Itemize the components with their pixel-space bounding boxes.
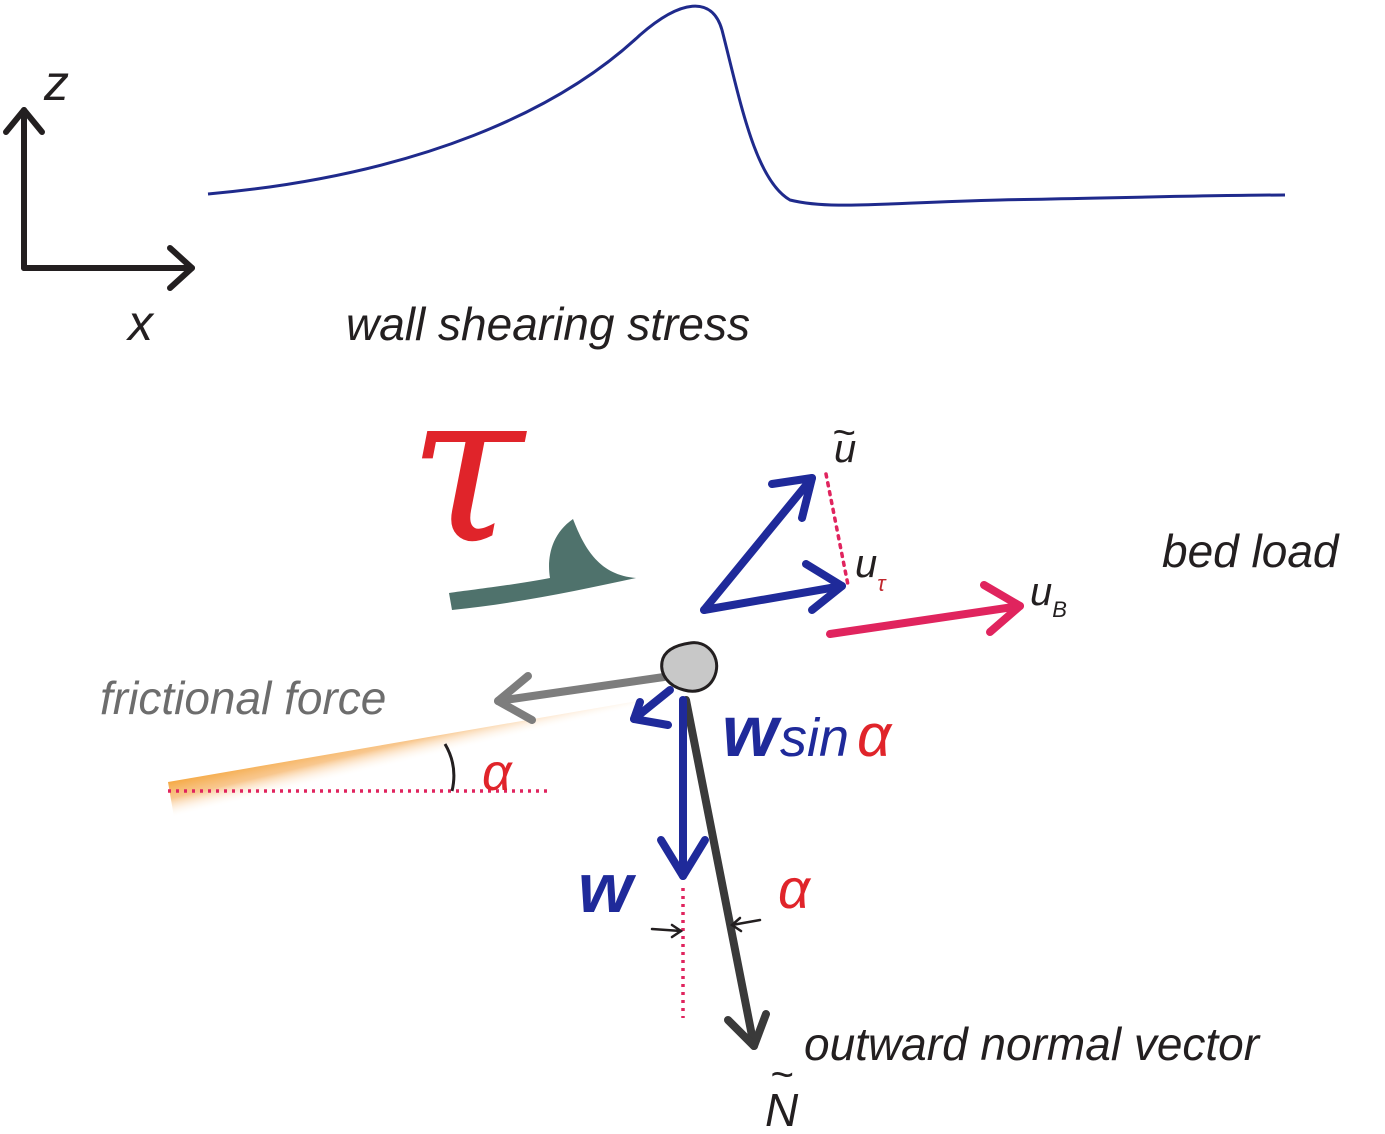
u-tau-base: u [855, 542, 877, 586]
u-b-arrowhead [980, 581, 1024, 636]
u-b-label: uB [1030, 570, 1067, 622]
normal-angle-markers [650, 916, 762, 939]
frictional-force-vector [494, 673, 668, 705]
u-tilde-vector [700, 474, 816, 614]
wall-shear-stress-curve [207, 4, 1286, 207]
w-sin-w: w [722, 692, 782, 772]
angle-marker-right-line [730, 918, 762, 927]
bed-load-surface [168, 595, 1255, 823]
w-sin-alpha-vector [630, 686, 674, 723]
u-tau-vector [700, 582, 846, 614]
coordinate-axes [3, 107, 195, 291]
normal-alpha-label: α [778, 857, 812, 920]
w-sin-sin: sin [780, 708, 849, 768]
x-axis-label: x [126, 295, 155, 351]
angle-marker-left-line [650, 927, 683, 933]
slope-alpha-label: α [482, 744, 513, 802]
z-axis-arrowhead [3, 107, 45, 135]
u-b-base: u [1030, 570, 1052, 614]
u-tilde-label: u [834, 427, 856, 471]
u-b-subscript: B [1052, 597, 1067, 622]
w-sin-alpha-arrowhead [630, 698, 672, 729]
tau-symbol: τ [408, 345, 527, 590]
weight-label: w [578, 849, 637, 927]
x-axis-arrowhead [167, 245, 195, 291]
u-tau-subscript: τ [877, 571, 887, 596]
flow-arrow [449, 519, 636, 610]
u-b-vector [826, 602, 1024, 638]
n-tilde-label: N [765, 1084, 799, 1134]
z-axis-label: z [43, 55, 69, 111]
w-sin-alpha: α [857, 702, 893, 769]
u-tilde-accent: ~ [832, 411, 855, 455]
outward-normal-vector-label: outward normal vector [804, 1018, 1261, 1070]
outward-normal-arrowhead [724, 1010, 770, 1050]
n-tilde-accent: ~ [770, 1053, 793, 1097]
u-tilde-arrowhead [768, 474, 816, 522]
angle-marker-left-head [670, 923, 684, 939]
wall-shearing-stress-label: wall shearing stress [346, 298, 750, 350]
u-tilde-to-u-tau-dotted [824, 472, 850, 587]
slope-angle-arc [443, 743, 456, 792]
weight-arrowhead [657, 836, 709, 880]
angle-marker-right-head [729, 916, 743, 933]
u-tau-label: uτ [855, 542, 887, 596]
frictional-force-arrowhead [494, 672, 536, 724]
sediment-particle [660, 641, 719, 693]
u-tau-arrowhead [802, 560, 846, 614]
bed-load-label: bed load [1162, 525, 1340, 577]
frictional-force-label: frictional force [100, 672, 386, 724]
velocity-vectors [700, 472, 1024, 638]
outward-normal-vector [682, 696, 758, 1050]
